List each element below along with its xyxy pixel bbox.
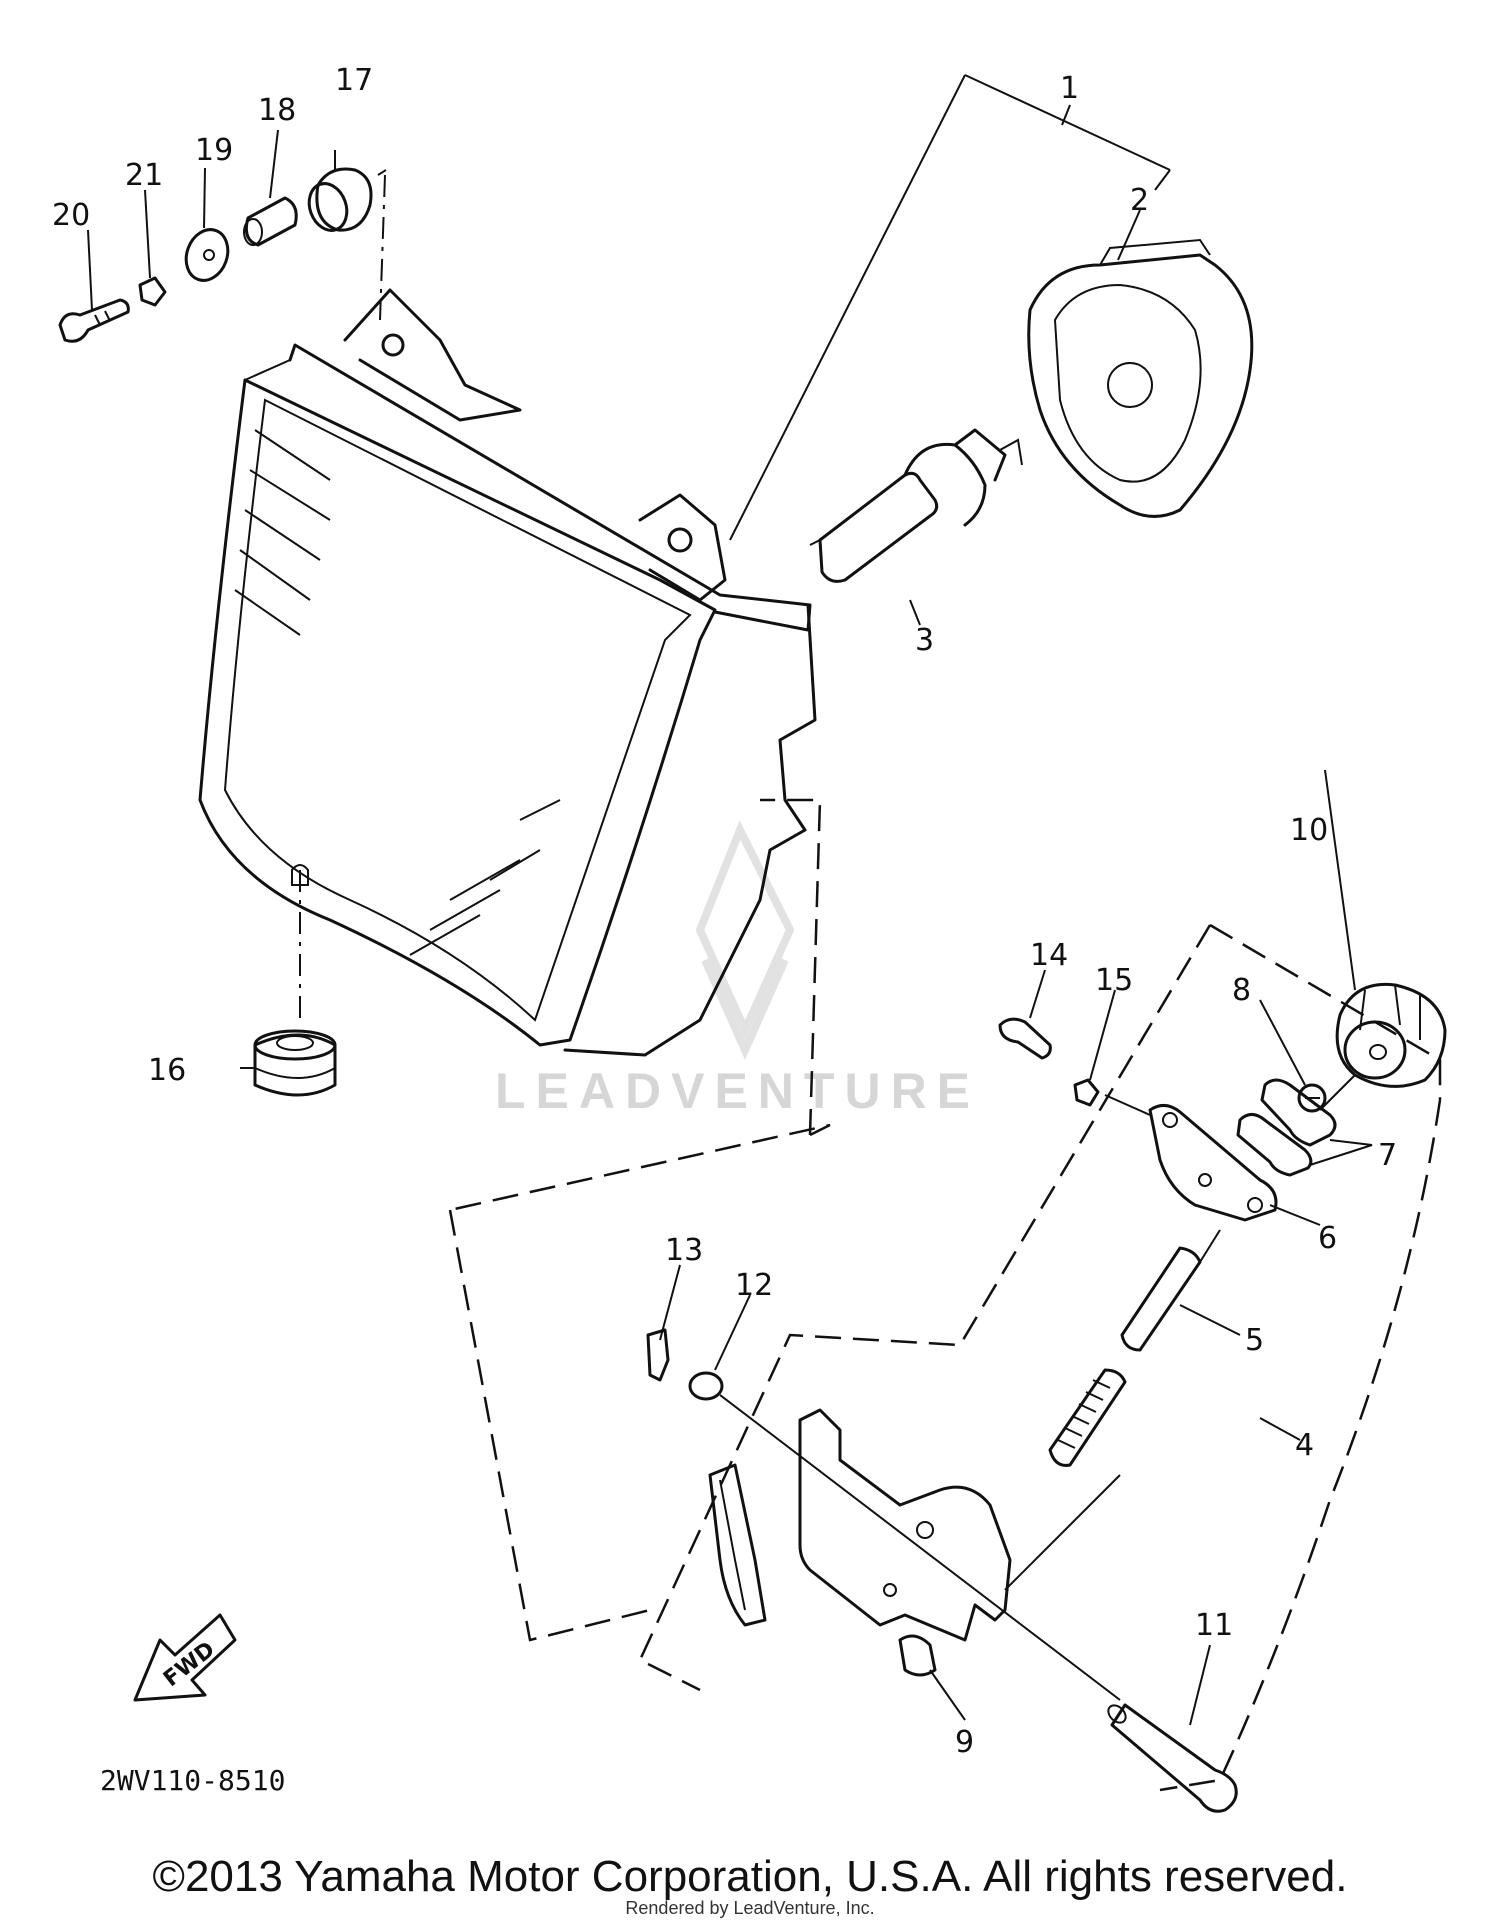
diagram-code: 2WV110-8510 <box>100 1764 285 1797</box>
mounting-hardware <box>58 167 387 343</box>
leader-lines <box>87 129 1373 1726</box>
part-label-20: 20 <box>52 198 90 233</box>
rendered-by-note: Rendered by LeadVenture, Inc. <box>625 1898 875 1918</box>
part-label-9: 9 <box>955 1725 974 1760</box>
adjuster-assembly <box>448 798 1447 1813</box>
part-label-4: 4 <box>1295 1428 1314 1463</box>
part-label-2: 2 <box>1130 183 1149 218</box>
headlight-unit <box>198 288 817 1057</box>
part-label-12: 12 <box>735 1268 773 1303</box>
halogen-bulb <box>809 428 1023 583</box>
part-label-8: 8 <box>1232 973 1251 1008</box>
socket-cover <box>1027 238 1254 518</box>
part-label-1: 1 <box>1060 71 1079 106</box>
part-label-10: 10 <box>1290 813 1328 848</box>
leadventure-watermark: LEADVENTURE <box>495 820 980 1119</box>
forward-direction-arrow: FWD <box>133 1613 237 1702</box>
part-label-14: 14 <box>1030 938 1068 973</box>
part-label-7: 7 <box>1378 1138 1397 1173</box>
part-label-3: 3 <box>915 623 934 658</box>
part-label-15: 15 <box>1095 963 1133 998</box>
part-label-18: 18 <box>258 93 296 128</box>
watermark-text: LEADVENTURE <box>495 1063 980 1119</box>
part-label-13: 13 <box>665 1233 703 1268</box>
bottom-grommet <box>253 1029 337 1097</box>
part-label-11: 11 <box>1195 1608 1233 1643</box>
part-number-labels: 1 2 3 4 5 6 7 8 9 10 11 12 13 14 15 16 1… <box>52 63 1397 1760</box>
copyright-notice: ©2013 Yamaha Motor Corporation, U.S.A. A… <box>152 1852 1348 1901</box>
part-label-17: 17 <box>335 63 373 98</box>
part-label-5: 5 <box>1245 1323 1264 1358</box>
part-label-19: 19 <box>195 133 233 168</box>
part-label-21: 21 <box>125 158 163 193</box>
part-label-16: 16 <box>148 1053 186 1088</box>
part-label-6: 6 <box>1318 1221 1337 1256</box>
part-1-callout <box>729 74 1171 541</box>
